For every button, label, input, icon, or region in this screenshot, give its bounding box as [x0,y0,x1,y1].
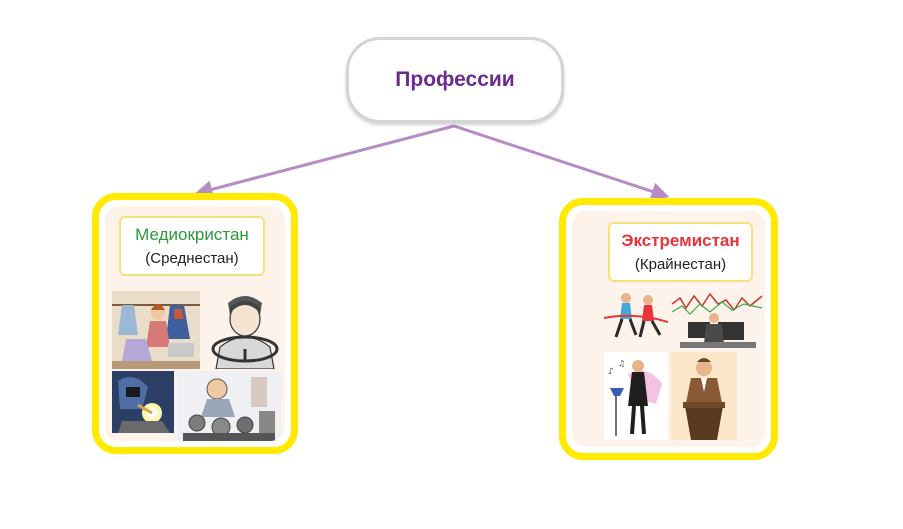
mechanic-illustration [177,371,281,441]
svg-text:♫: ♫ [618,359,625,368]
speaker-illustration [671,352,737,440]
singer-illustration: ♪ ♫ [604,352,668,440]
connector-left-arrow [194,124,455,199]
branch-mediocristan-subtitle: (Среднестан) [145,250,239,267]
branch-extremistan-title: Экстремистан [621,231,740,250]
connector-right-arrow [453,124,670,201]
branch-extremistan-panel: Экстремистан (Крайнестан) [572,211,765,447]
svg-text:♪: ♪ [608,367,614,377]
welder-illustration [112,371,174,433]
branch-mediocristan-title: Медиокристан [135,225,249,244]
root-node: Профессии [346,37,564,123]
branch-extremistan-label-box: Экстремистан (Крайнестан) [608,222,753,282]
branch-mediocristan-panel: Медиокристан (Среднестан) [105,206,285,441]
branch-mediocristan-label-box: Медиокристан (Среднестан) [119,216,265,276]
root-label: Профессии [395,68,515,91]
branch-extremistan: Экстремистан (Крайнестан) [559,198,778,460]
branch-extremistan-subtitle: (Крайнестан) [634,256,727,273]
driver-illustration [204,291,285,369]
tailor-illustration [112,291,200,369]
runners-illustration [604,288,668,350]
trader-illustration [670,288,764,350]
branch-mediocristan: Медиокристан (Среднестан) [92,193,298,454]
